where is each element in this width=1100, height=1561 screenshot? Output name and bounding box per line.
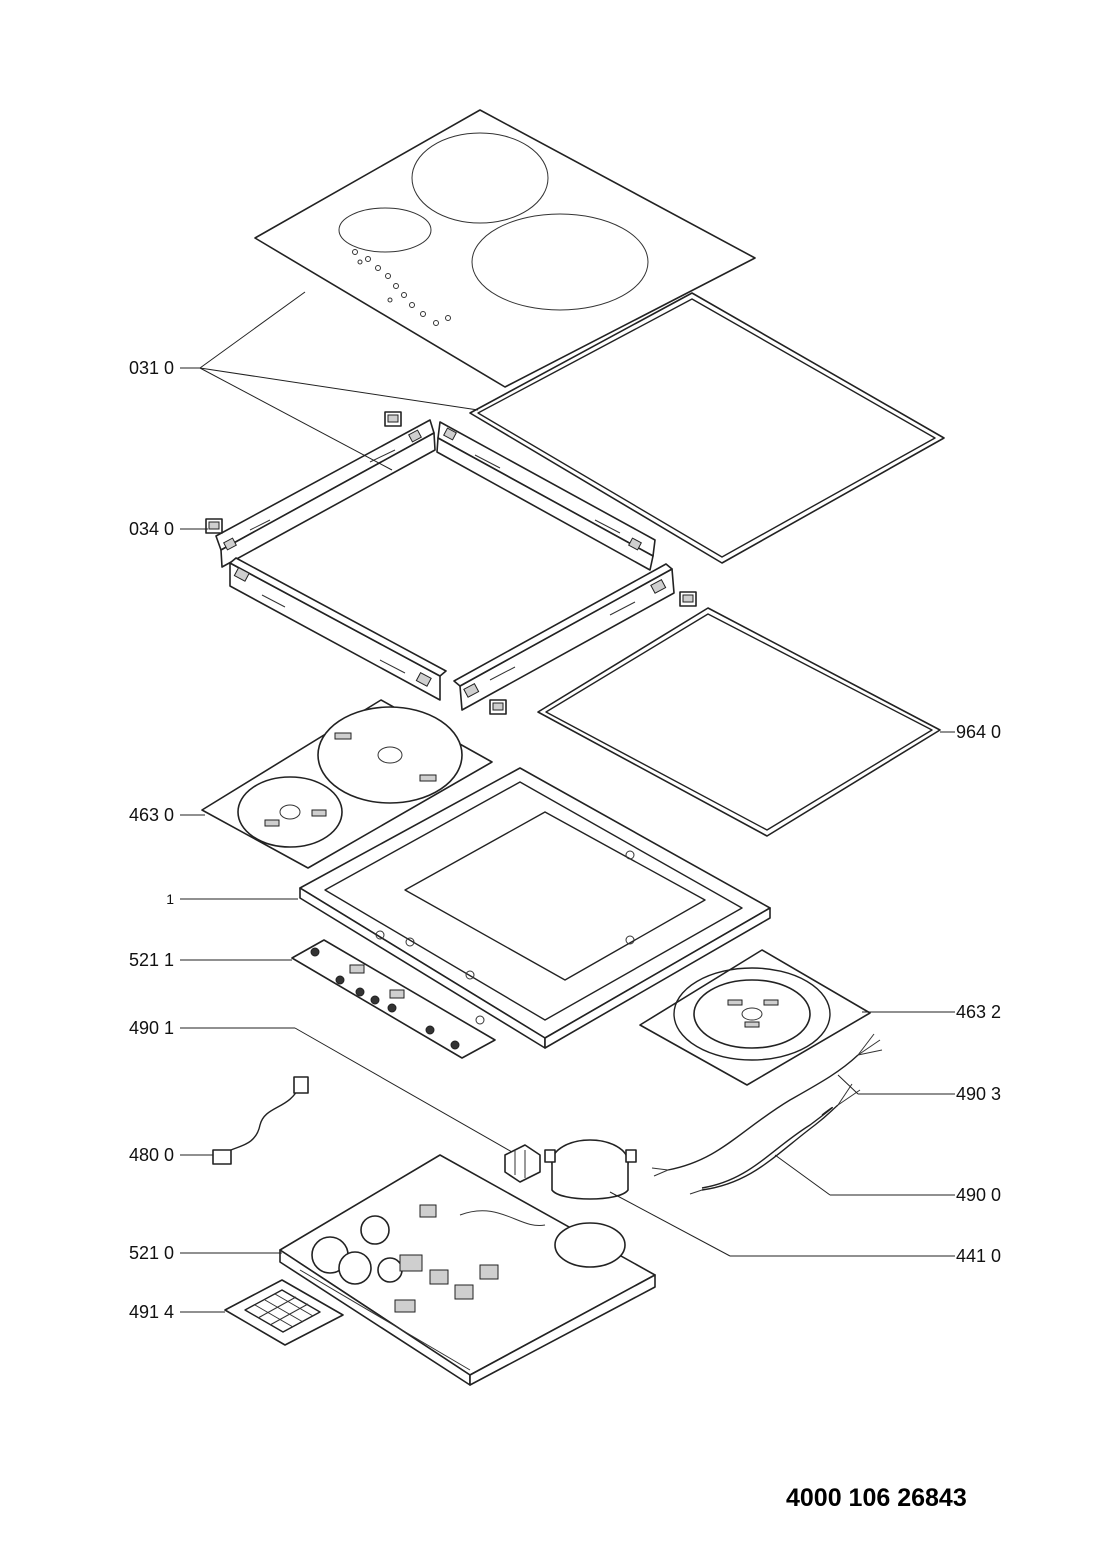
callout-034-0: 034 0 <box>128 519 174 539</box>
callout-463-2: 463 2 <box>956 1002 1002 1022</box>
callout-031-0: 031 0 <box>128 358 174 378</box>
top-gasket-frame <box>469 292 945 564</box>
power-cables <box>651 1033 883 1195</box>
callout-490-1: 490 1 <box>128 1018 174 1038</box>
callout-441-0: 441 0 <box>956 1246 1002 1266</box>
callout-964-0: 964 0 <box>956 722 1002 742</box>
callout-480-0: 480 0 <box>128 1145 174 1165</box>
filter-grid <box>224 1279 344 1346</box>
frame-rail-front-left <box>229 557 447 701</box>
callout-521-0: 521 0 <box>128 1243 174 1263</box>
callout-490-0: 490 0 <box>956 1185 1002 1205</box>
callout-491-4: 491 4 <box>128 1302 174 1322</box>
callout-490-3: 490 3 <box>956 1084 1002 1104</box>
frame-clips <box>205 411 697 715</box>
callout-1: 1 <box>166 891 174 907</box>
frame-rail-front-right <box>453 563 675 711</box>
frame-rail-back-left <box>215 419 436 568</box>
leader-lines <box>180 291 955 1313</box>
small-coil-plate <box>639 949 871 1086</box>
power-module <box>279 1154 656 1386</box>
document-number: 4000 106 26843 <box>786 1484 967 1512</box>
control-board <box>291 939 496 1059</box>
lower-gasket <box>537 607 941 837</box>
cooling-fan <box>544 1139 637 1200</box>
control-dots <box>352 249 451 326</box>
induction-coil-plate <box>201 699 493 869</box>
base-frame <box>299 767 771 1049</box>
ribbon-cable <box>212 1076 309 1165</box>
callout-463-0: 463 0 <box>128 805 174 825</box>
callout-521-1: 521 1 <box>128 950 174 970</box>
glass-ceramic-top <box>254 109 756 388</box>
frame-rail-back-right <box>436 421 656 571</box>
connector-block <box>504 1144 541 1183</box>
